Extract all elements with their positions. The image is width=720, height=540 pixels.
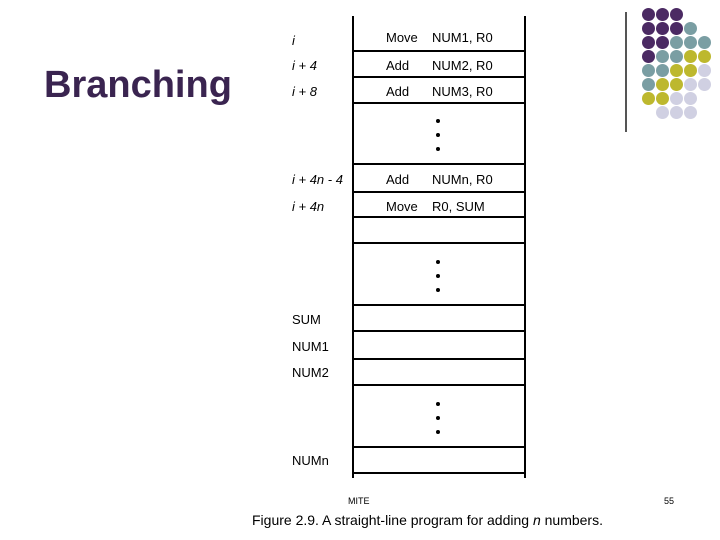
ellipsis-dot — [436, 430, 440, 434]
ellipsis-dot — [436, 274, 440, 278]
memory-divider — [352, 191, 526, 193]
memory-right-edge — [524, 16, 526, 478]
decor-dot — [642, 36, 655, 49]
decor-dot — [670, 92, 683, 105]
memory-divider — [352, 102, 526, 104]
ellipsis-dot — [436, 402, 440, 406]
decor-dot — [656, 50, 669, 63]
data-label-sum: SUM — [292, 312, 321, 327]
instruction-args: R0, SUM — [432, 199, 485, 214]
address-label: i + 8 — [292, 84, 317, 99]
instruction-args: NUM1, R0 — [432, 30, 493, 45]
instruction-op: Move — [386, 199, 418, 214]
decorative-dot-grid — [638, 8, 720, 120]
decor-dot — [642, 64, 655, 77]
slide-title: Branching — [44, 64, 232, 106]
memory-divider — [352, 216, 526, 218]
decor-dot — [684, 78, 697, 91]
decor-dot — [684, 64, 697, 77]
decor-dot — [670, 106, 683, 119]
data-label-num1: NUM1 — [292, 339, 329, 354]
decor-dot — [670, 78, 683, 91]
caption-n: n — [532, 512, 541, 528]
memory-divider — [352, 384, 526, 386]
decor-dot — [642, 92, 655, 105]
memory-divider — [352, 76, 526, 78]
memory-divider — [352, 358, 526, 360]
figure-caption: Figure 2.9. A straight-line program for … — [252, 512, 603, 528]
instruction-args: NUM3, R0 — [432, 84, 493, 99]
decor-dot — [698, 50, 711, 63]
decor-dot — [684, 36, 697, 49]
decor-dot — [698, 78, 711, 91]
memory-divider — [352, 446, 526, 448]
decor-dot — [684, 22, 697, 35]
address-label: i + 4n — [292, 199, 325, 214]
data-label-num2: NUM2 — [292, 365, 329, 380]
ellipsis-dot — [436, 260, 440, 264]
decor-dot — [642, 50, 655, 63]
decor-dot — [656, 22, 669, 35]
decor-dot — [670, 22, 683, 35]
instruction-op: Add — [386, 172, 410, 187]
decor-dot — [656, 106, 669, 119]
decor-dot — [656, 36, 669, 49]
decor-dot — [684, 106, 697, 119]
address-label: i + 4 — [292, 58, 317, 73]
ellipsis-dot — [436, 147, 440, 151]
instruction-args: NUMn, R0 — [432, 172, 493, 187]
memory-divider — [352, 163, 526, 165]
instruction-op: Add — [386, 84, 410, 99]
memory-divider — [352, 330, 526, 332]
decor-dot — [642, 22, 655, 35]
decor-dot — [684, 92, 697, 105]
memory-divider — [352, 242, 526, 244]
memory-divider — [352, 472, 526, 474]
decor-dot — [698, 36, 711, 49]
ellipsis-dot — [436, 119, 440, 123]
decor-dot — [698, 64, 711, 77]
data-label-numn: NUMn — [292, 453, 329, 468]
caption-prefix: Figure 2.9. A straight-line program for … — [252, 512, 533, 528]
instruction-op: Add — [386, 58, 410, 73]
decor-dot — [670, 64, 683, 77]
decor-dot — [656, 92, 669, 105]
ellipsis-dot — [436, 288, 440, 292]
decor-dot — [670, 50, 683, 63]
decor-dot — [642, 8, 655, 21]
memory-column: Move NUM1, R0 Add NUM2, R0 Add NUM3, R0 … — [352, 16, 526, 478]
address-label: i — [292, 33, 295, 48]
ellipsis-dot — [436, 416, 440, 420]
decor-dot — [656, 64, 669, 77]
decor-dot — [656, 78, 669, 91]
decor-dot — [656, 8, 669, 21]
decor-dot — [642, 78, 655, 91]
ellipsis-dot — [436, 133, 440, 137]
decor-dot — [670, 36, 683, 49]
footer-label: MITE — [348, 496, 370, 506]
decor-dot — [670, 8, 683, 21]
instruction-args: NUM2, R0 — [432, 58, 493, 73]
memory-divider — [352, 304, 526, 306]
page-number: 55 — [664, 496, 675, 506]
memory-left-edge — [352, 16, 354, 478]
caption-suffix: numbers. — [540, 512, 603, 528]
decorative-divider — [625, 12, 627, 132]
instruction-op: Move — [386, 30, 418, 45]
memory-divider — [352, 50, 526, 52]
address-label: i + 4n - 4 — [292, 172, 343, 187]
decor-dot — [684, 50, 697, 63]
